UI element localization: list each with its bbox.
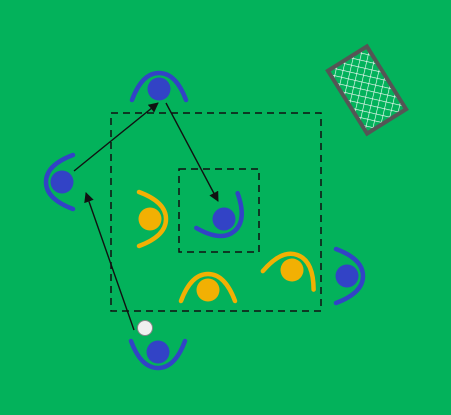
player-arms [260, 251, 316, 292]
player-yellow-right [260, 251, 316, 292]
pass-arrows [73, 102, 219, 331]
player-arms [43, 152, 76, 212]
player-head [146, 340, 170, 364]
pass-arrow-3 [165, 102, 219, 202]
player-blue-right [333, 246, 366, 306]
player-blue-left [43, 152, 76, 212]
player-arms [333, 246, 366, 306]
player-blue-top [129, 70, 189, 103]
pass-arrow-2 [73, 102, 159, 172]
ball-icon [137, 320, 153, 336]
player-head [280, 258, 304, 282]
player-head [50, 170, 74, 194]
player-yellow-left [136, 189, 169, 249]
player-arms [136, 189, 169, 249]
goal-icon [325, 43, 409, 137]
player-head [138, 207, 162, 231]
player-head [147, 77, 171, 101]
player-arms [128, 338, 188, 371]
player-arms [178, 271, 238, 304]
player-head [335, 264, 359, 288]
player-head [196, 278, 220, 302]
player-arms [193, 190, 244, 239]
player-blue-center [193, 190, 244, 239]
player-arms [129, 70, 189, 103]
player-head [212, 207, 236, 231]
player-yellow-bottom [178, 271, 238, 304]
inner-zone [178, 168, 260, 253]
players [43, 70, 366, 371]
pass-arrow-1 [84, 192, 135, 331]
player-blue-bottom [128, 338, 188, 371]
